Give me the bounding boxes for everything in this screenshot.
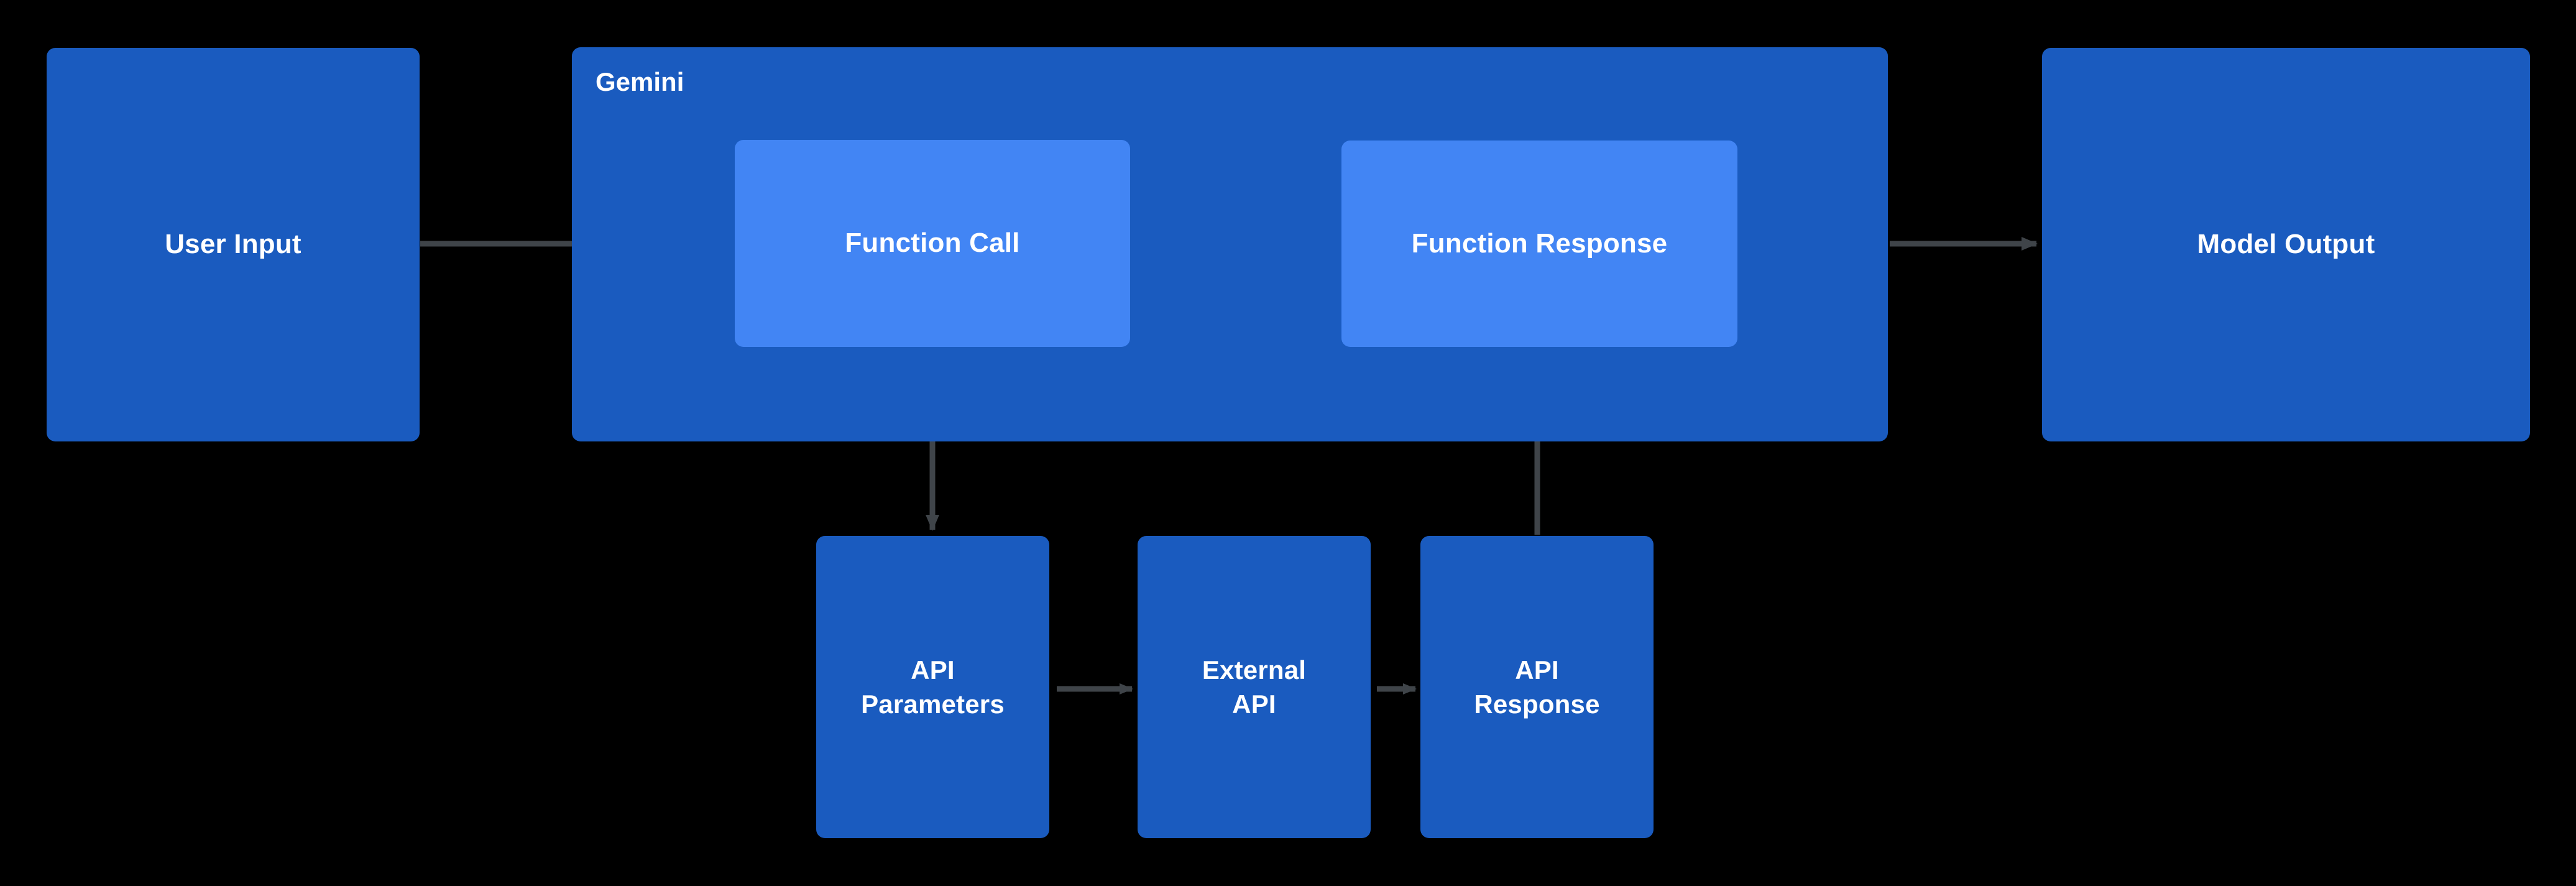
node-function-response[interactable]: Function Response: [1341, 141, 1737, 347]
node-external-api[interactable]: External API: [1138, 536, 1371, 838]
node-api-response-text: API Response: [1474, 653, 1599, 722]
node-api-response[interactable]: API Response: [1420, 536, 1654, 838]
node-api-response-line1: API: [1515, 655, 1559, 685]
node-external-api-line2: API: [1232, 690, 1276, 719]
node-api-parameters-line1: API: [911, 655, 955, 685]
node-external-api-line1: External: [1202, 655, 1307, 685]
gemini-group-label: Gemini: [596, 67, 684, 96]
node-api-parameters[interactable]: API Parameters: [816, 536, 1049, 838]
node-api-parameters-line2: Parameters: [861, 690, 1005, 719]
node-external-api-text: External API: [1202, 653, 1306, 722]
node-user-input[interactable]: User Input: [47, 48, 420, 441]
node-api-response-line2: Response: [1474, 690, 1600, 719]
node-function-call[interactable]: Function Call: [735, 140, 1130, 347]
node-api-parameters-text: API Parameters: [861, 653, 1005, 722]
node-model-output[interactable]: Model Output: [2042, 48, 2530, 441]
